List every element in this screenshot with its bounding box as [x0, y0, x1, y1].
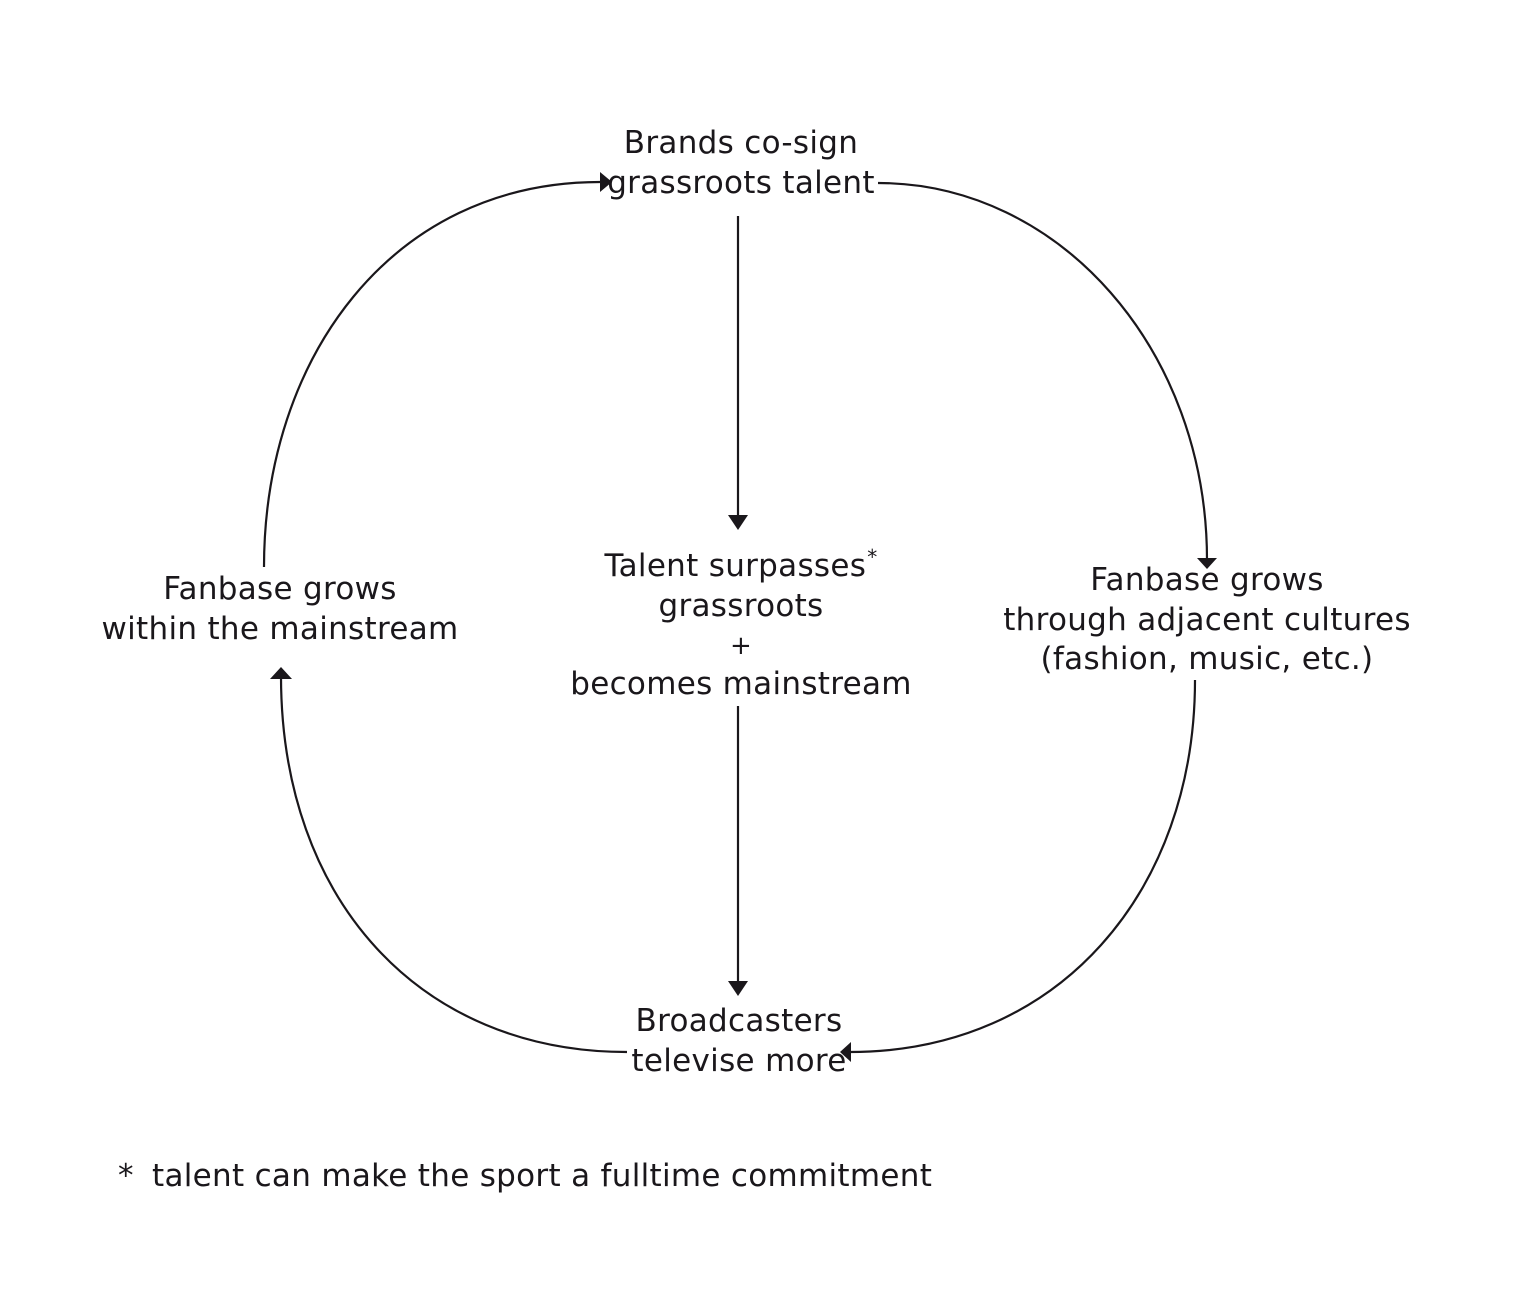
- arc-right-to-broadcasters: [849, 679, 1197, 1054]
- node-talent-line1-wrap: Talent surpasses*: [570, 538, 912, 587]
- arrowhead-into-brands: [600, 172, 612, 192]
- node-talent-line2: grassroots: [658, 587, 824, 624]
- node-talent-footnote-marker: *: [867, 545, 878, 569]
- arrowhead-into-left-node: [270, 667, 292, 679]
- node-brands-line2: grassroots talent: [607, 164, 875, 201]
- arrowhead-into-broadcasters: [840, 1042, 851, 1062]
- node-talent-line1: Talent surpasses: [604, 548, 867, 584]
- arrowhead-into-talent: [728, 515, 748, 530]
- arc-brands-to-right: [877, 181, 1209, 561]
- arc-broadcasters-to-left: [279, 675, 628, 1054]
- node-broad-line1: Broadcasters: [635, 1003, 843, 1039]
- arc-left-to-brands: [262, 180, 601, 568]
- node-brands-co-sign: Brands co-sign grassroots talent: [607, 124, 875, 203]
- node-broad-line2: televise more: [631, 1042, 847, 1079]
- arrowhead-into-right-node: [1197, 558, 1217, 569]
- footnote-marker: *: [118, 1158, 134, 1194]
- footnote: * talent can make the sport a fulltime co…: [118, 1158, 932, 1194]
- arrowhead-into-broadcasters-center: [728, 981, 748, 996]
- node-broadcasters: Broadcasters televise more: [631, 1002, 846, 1081]
- footnote-text: talent can make the sport a fulltime com…: [152, 1158, 933, 1194]
- node-fan-right-line2: through adjacent cultures: [1003, 601, 1411, 638]
- node-fan-right-line1: Fanbase grows: [1090, 562, 1324, 598]
- node-fan-left-line1: Fanbase grows: [163, 571, 397, 607]
- node-talent-plus: +: [729, 630, 753, 661]
- node-brands-line1: Brands co-sign: [623, 125, 859, 161]
- node-fan-left-line2: within the mainstream: [101, 610, 459, 647]
- node-talent-line3: becomes mainstream: [570, 665, 912, 702]
- node-fanbase-mainstream: Fanbase grows within the mainstream: [101, 570, 458, 649]
- node-fan-right-line3: (fashion, music, etc.): [1040, 641, 1374, 677]
- node-talent-surpasses: Talent surpasses* grassroots + becomes m…: [570, 538, 912, 704]
- node-fanbase-adjacent: Fanbase grows through adjacent cultures …: [1003, 561, 1411, 680]
